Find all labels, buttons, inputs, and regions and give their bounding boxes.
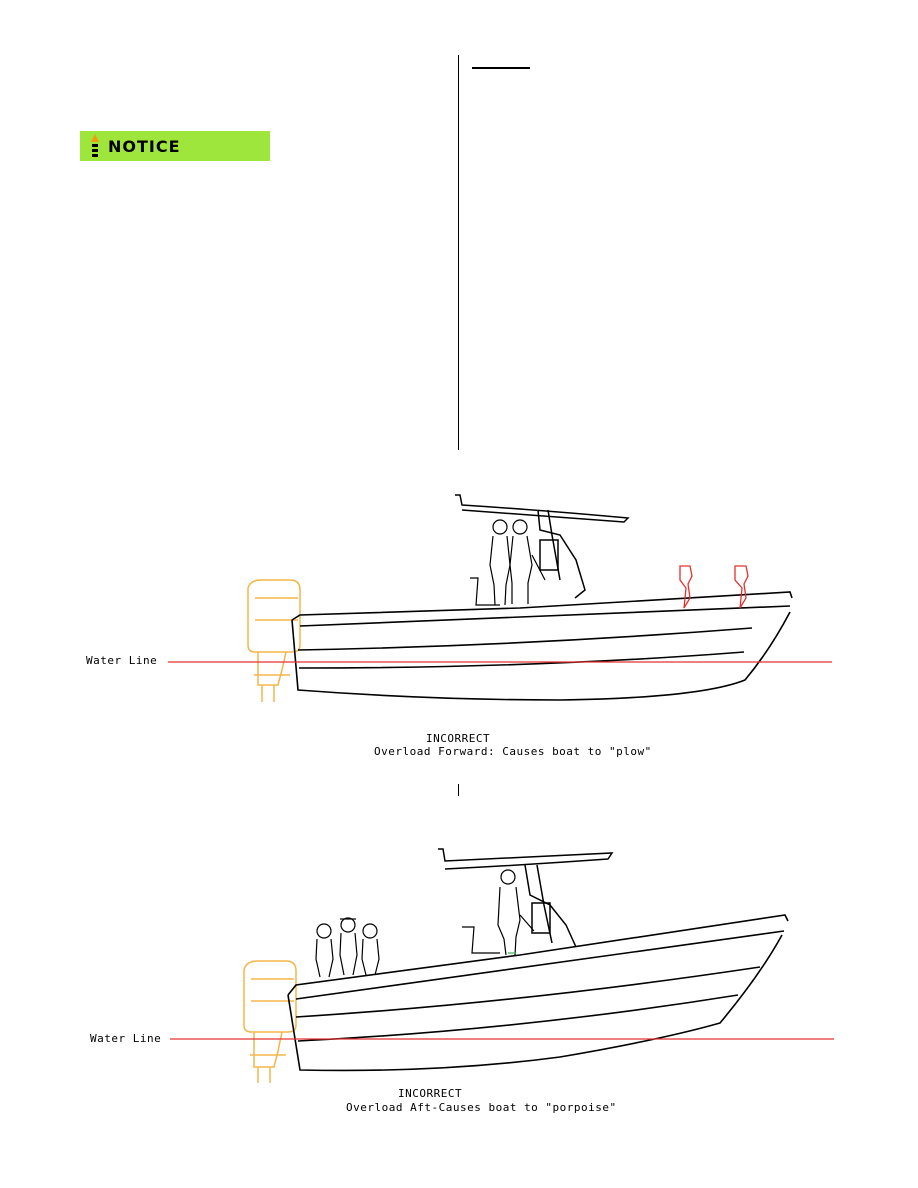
notice-banner: NOTICE <box>80 131 270 161</box>
waterline-label: Water Line <box>86 654 158 667</box>
caption-title: INCORRECT <box>398 1087 463 1100</box>
caption-text: Overload Aft-Causes boat to "porpoise" <box>346 1101 617 1114</box>
caption-text: Overload Forward: Causes boat to "plow" <box>374 745 652 758</box>
boat-diagram-plow <box>168 494 832 702</box>
outboard-engine-icon <box>247 579 301 702</box>
column-divider-stub <box>458 784 459 796</box>
passengers-aft-icon <box>315 917 380 978</box>
t-top-icon <box>455 494 630 599</box>
notice-icon <box>86 132 104 160</box>
hull-icon <box>291 591 793 701</box>
boat-diagram-porpoise <box>170 848 834 1083</box>
heading-underline <box>472 67 530 69</box>
outboard-engine-icon <box>243 960 297 1083</box>
caption-title: INCORRECT <box>426 732 491 745</box>
hull-icon <box>287 914 789 1072</box>
waterline-label: Water Line <box>90 1032 162 1045</box>
column-divider <box>458 55 459 450</box>
passengers-forward-icon <box>679 565 749 609</box>
t-top-icon <box>438 848 614 948</box>
passenger-console-icon <box>462 869 535 956</box>
passengers-console-icon <box>470 519 546 606</box>
notice-label: NOTICE <box>108 136 181 156</box>
